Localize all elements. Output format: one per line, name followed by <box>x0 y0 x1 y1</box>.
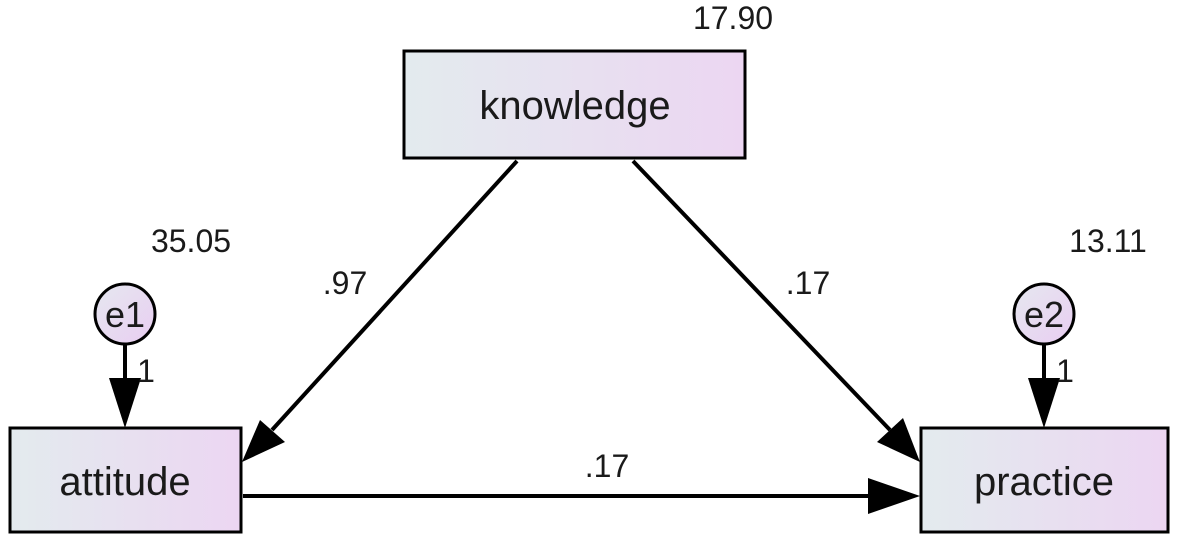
node-practice-label: practice <box>974 460 1114 504</box>
knowledge-variance: 17.90 <box>693 0 773 36</box>
path-attitude-to-practice <box>243 478 920 514</box>
path-e2-to-practice <box>1028 344 1060 428</box>
e2-variance: 13.11 <box>1069 223 1147 259</box>
node-e2: e2 <box>1012 282 1076 346</box>
node-practice: practice <box>919 426 1170 534</box>
node-e1: e1 <box>93 282 157 346</box>
path-knowledge-to-practice <box>631 159 920 462</box>
e1-variance: 35.05 <box>151 223 231 259</box>
path-e1-to-attitude <box>109 344 141 428</box>
path-knowledge-to-attitude <box>242 159 519 462</box>
e1-loading: 1 <box>137 353 155 389</box>
path-knowledge-attitude-weight: .97 <box>323 265 367 301</box>
node-attitude-label: attitude <box>59 460 190 504</box>
path-attitude-practice-weight: .17 <box>585 448 629 484</box>
node-attitude: attitude <box>8 426 243 534</box>
node-e2-label: e2 <box>1024 294 1064 335</box>
path-knowledge-practice-weight: .17 <box>786 265 830 301</box>
node-knowledge-label: knowledge <box>479 84 670 128</box>
node-e1-label: e1 <box>105 294 145 335</box>
e2-loading: 1 <box>1056 353 1074 389</box>
node-knowledge: knowledge <box>402 49 747 160</box>
